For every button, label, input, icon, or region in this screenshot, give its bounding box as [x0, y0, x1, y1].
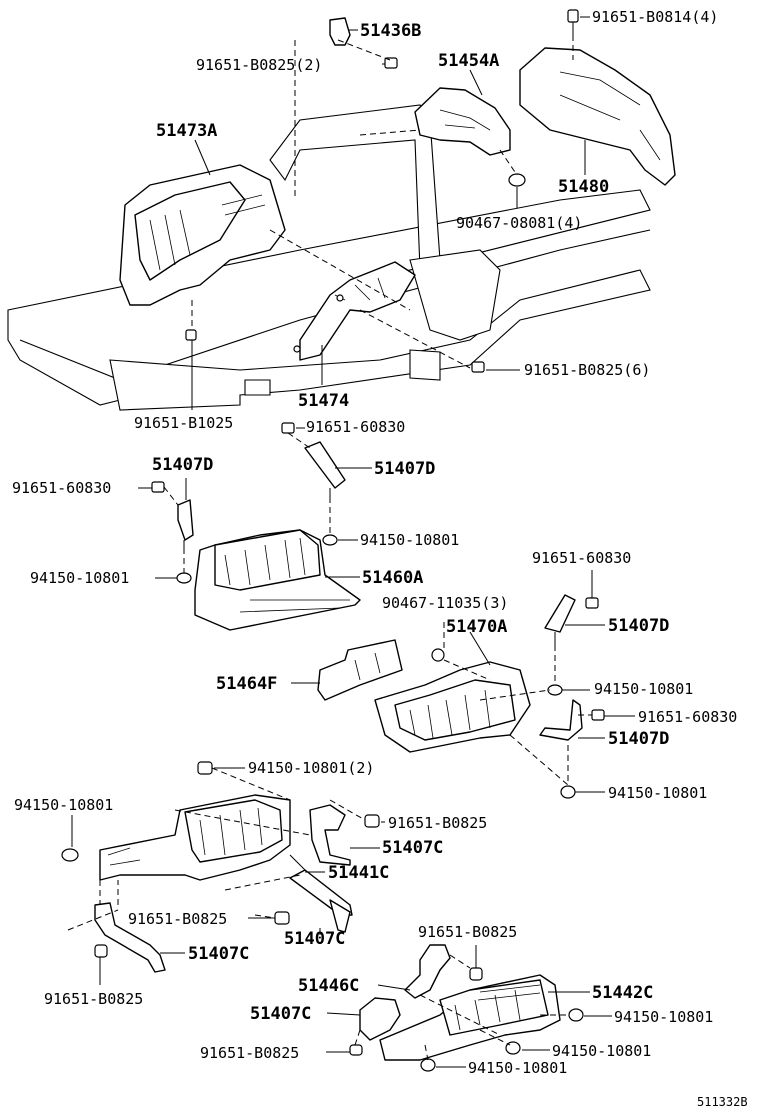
label-90467-11035-3: 90467-11035(3) [382, 594, 508, 612]
label-91651-B0825-d: 91651-B0825 [418, 923, 517, 941]
label-91651-60830-d: 91651-60830 [638, 708, 737, 726]
label-51407D-a: 51407D [152, 455, 213, 475]
label-91651-60830-b: 91651-60830 [12, 479, 111, 497]
leaders-mid-right [291, 570, 635, 793]
label-91651-B0825-e: 91651-B0825 [200, 1044, 299, 1062]
label-91651-B0825-b: 91651-B0825 [128, 910, 227, 928]
part-51407D-upper [304, 441, 346, 497]
label-51464F: 51464F [216, 674, 277, 694]
label-51470A: 51470A [446, 617, 507, 637]
label-51407C-d: 51407C [250, 1004, 311, 1024]
part-51446C [404, 944, 451, 999]
fasteners-lower-right [349, 967, 584, 1072]
part-51407C-lower [359, 997, 401, 1041]
part-labels: 51436B 91651-B0825(2) 91651-B0814(4) 514… [12, 8, 748, 1109]
fasteners-lower-left [61, 761, 380, 958]
leaders-lower-left [71, 767, 385, 985]
fasteners-mid-right [431, 597, 605, 799]
leaders-mid-left [138, 427, 372, 579]
label-94150-10801-b: 94150-10801 [30, 569, 129, 587]
part-51407D-right-lower [539, 699, 583, 741]
label-94150-10801-d: 94150-10801 [608, 784, 707, 802]
label-94150-10801-h: 94150-10801 [468, 1059, 567, 1077]
part-51480 [519, 47, 676, 186]
construction-lines-lower-right [354, 954, 570, 1061]
part-51436B [329, 17, 351, 46]
label-91651-B0825-a: 91651-B0825 [388, 814, 487, 832]
leaders-top [191, 16, 590, 410]
construction-lines-top [191, 35, 574, 369]
part-51407D-right-upper [544, 594, 576, 645]
label-94150-10801-e: 94150-10801 [14, 796, 113, 814]
part-51442C [379, 974, 561, 1061]
label-51454A: 51454A [438, 51, 499, 71]
label-94150-10801-c: 94150-10801 [594, 680, 693, 698]
label-91651-B0814-4: 91651-B0814(4) [592, 8, 718, 26]
label-94150-10801-2: 94150-10801(2) [248, 759, 374, 777]
label-51436B: 51436B [360, 21, 421, 41]
label-51407C-b: 51407C [284, 929, 345, 949]
part-51407C-middle [289, 869, 353, 933]
label-91651-60830-a: 91651-60830 [306, 418, 405, 436]
part-51454A [414, 87, 511, 156]
fasteners-top [185, 9, 579, 373]
label-51473A: 51473A [156, 121, 217, 141]
label-51407D-b: 51407D [374, 459, 435, 479]
label-51407C-c: 51407C [188, 944, 249, 964]
leaders-lower-right [326, 945, 612, 1068]
label-91651-B1025: 91651-B1025 [134, 414, 233, 432]
construction-lines-mid-right [443, 622, 592, 786]
label-51446C: 51446C [298, 976, 359, 996]
label-51441C: 51441C [328, 863, 389, 883]
label-94150-10801-f: 94150-10801 [614, 1008, 713, 1026]
part-51474 [293, 261, 416, 361]
label-51480: 51480 [558, 177, 609, 197]
label-51407D-c: 51407D [608, 616, 669, 636]
label-94150-10801-a: 94150-10801 [360, 531, 459, 549]
label-91651-B0825-6: 91651-B0825(6) [524, 361, 650, 379]
part-51441C [99, 794, 291, 881]
part-51407C-left [94, 902, 166, 973]
label-51407D-d: 51407D [608, 729, 669, 749]
part-51407D-left [177, 499, 194, 548]
part-51470A [374, 661, 531, 753]
label-90467-08081-4: 90467-08081(4) [456, 214, 582, 232]
label-51474: 51474 [298, 391, 349, 411]
construction-lines-mid-left [163, 432, 331, 573]
part-51460A [194, 529, 361, 631]
label-51407C-a: 51407C [382, 838, 443, 858]
label-51442C: 51442C [592, 983, 653, 1003]
figure-reference: 511332B [697, 1095, 748, 1109]
fasteners-mid-left [151, 422, 338, 584]
part-51464F [317, 639, 403, 701]
label-91651-B0825-2: 91651-B0825(2) [196, 56, 322, 74]
label-91651-B0825-c: 91651-B0825 [44, 990, 143, 1008]
label-91651-60830-c: 91651-60830 [532, 549, 631, 567]
label-94150-10801-g: 94150-10801 [552, 1042, 651, 1060]
label-51460A: 51460A [362, 568, 423, 588]
construction-lines-lower-left [67, 767, 366, 931]
part-51407C-upper [309, 804, 351, 866]
part-51473A [119, 164, 286, 306]
